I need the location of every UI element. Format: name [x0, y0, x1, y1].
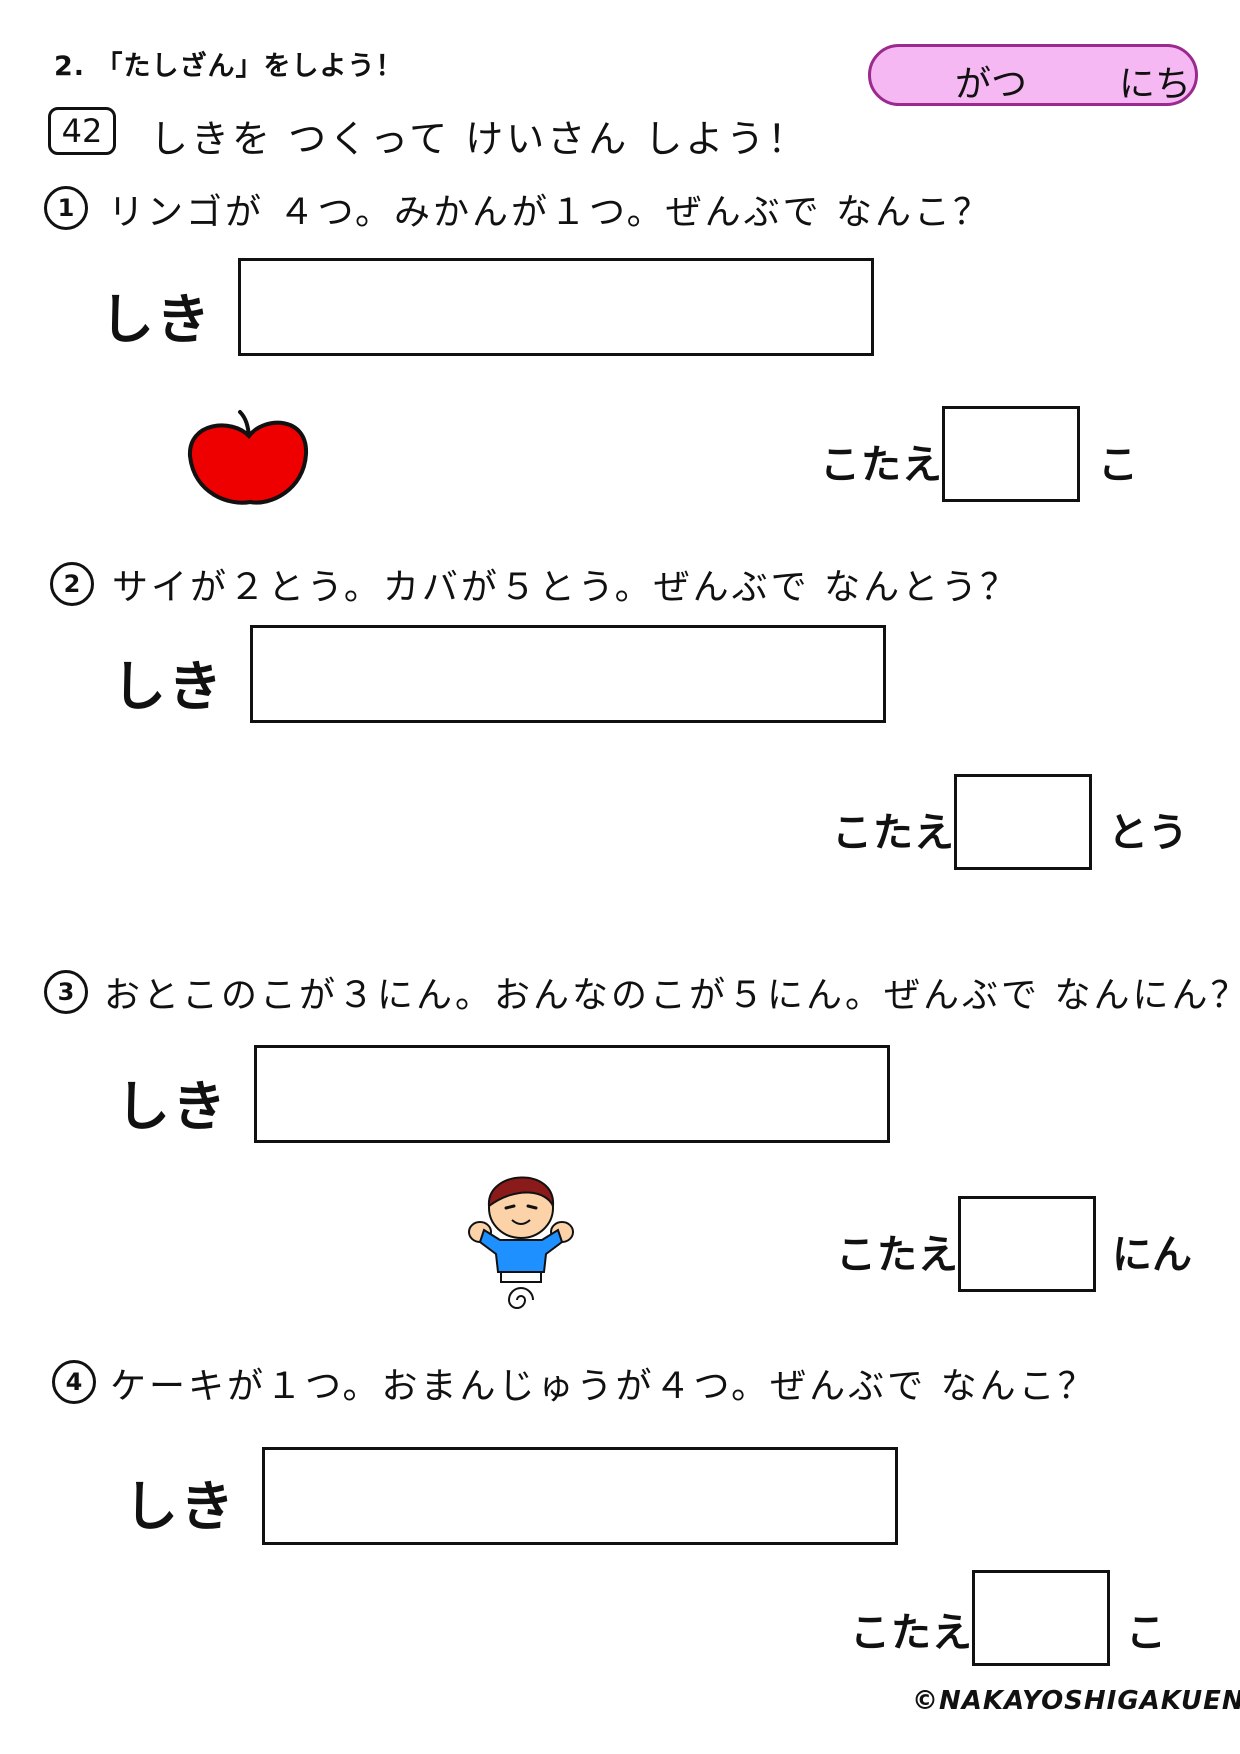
instruction: しきを つくって けいさん しよう！: [150, 117, 809, 161]
shiki-label-1: しき: [100, 288, 212, 351]
question-number-1: 1: [44, 186, 88, 230]
question-number-2: 2: [50, 562, 94, 606]
date-day-label: にち: [1119, 64, 1192, 105]
kotae-label-2: こたえ: [832, 810, 955, 856]
question-text-2: サイが２とう。カバが５とう。ぜんぶで なんとう？: [112, 567, 1020, 608]
shiki-box-4[interactable]: [262, 1447, 898, 1545]
date-box: がつ にち: [868, 44, 1198, 106]
question-text-4: ケーキが１つ。おまんじゅうが４つ。ぜんぶで なんこ？: [110, 1366, 1097, 1407]
unit-label-2: とう: [1108, 810, 1188, 856]
apple-icon: [187, 410, 309, 505]
kotae-box-3[interactable]: [958, 1196, 1096, 1292]
kotae-box-4[interactable]: [972, 1570, 1110, 1666]
section-title: 2. 「たしざん」をしよう！: [54, 51, 404, 82]
question-number-4: 4: [52, 1360, 96, 1404]
shiki-label-4: しき: [124, 1475, 236, 1538]
boy-icon: [468, 1176, 574, 1309]
question-text-3: おとこのこが３にん。おんなのこが５にん。ぜんぶで なんにん？: [104, 975, 1240, 1016]
kotae-label-4: こたえ: [850, 1610, 973, 1656]
unit-label-3: にん: [1112, 1232, 1192, 1278]
shiki-box-2[interactable]: [250, 625, 886, 723]
unit-label-1: こ: [1098, 442, 1138, 488]
kotae-label-1: こたえ: [820, 442, 943, 488]
shiki-label-3: しき: [116, 1075, 228, 1138]
kotae-box-2[interactable]: [954, 774, 1092, 870]
kotae-box-1[interactable]: [942, 406, 1080, 502]
shiki-label-2: しき: [112, 655, 224, 718]
shiki-box-3[interactable]: [254, 1045, 890, 1143]
kotae-label-3: こたえ: [836, 1232, 959, 1278]
shiki-box-1[interactable]: [238, 258, 874, 356]
copyright: ©NAKAYOSHIGAKUEN: [912, 1686, 1240, 1716]
unit-label-4: こ: [1126, 1610, 1166, 1656]
date-month-label: がつ: [955, 64, 1028, 105]
lesson-number: 42: [48, 107, 116, 155]
question-number-3: 3: [44, 970, 88, 1014]
question-text-1: リンゴが ４つ。みかんが１つ。ぜんぶで なんこ？: [108, 192, 993, 233]
